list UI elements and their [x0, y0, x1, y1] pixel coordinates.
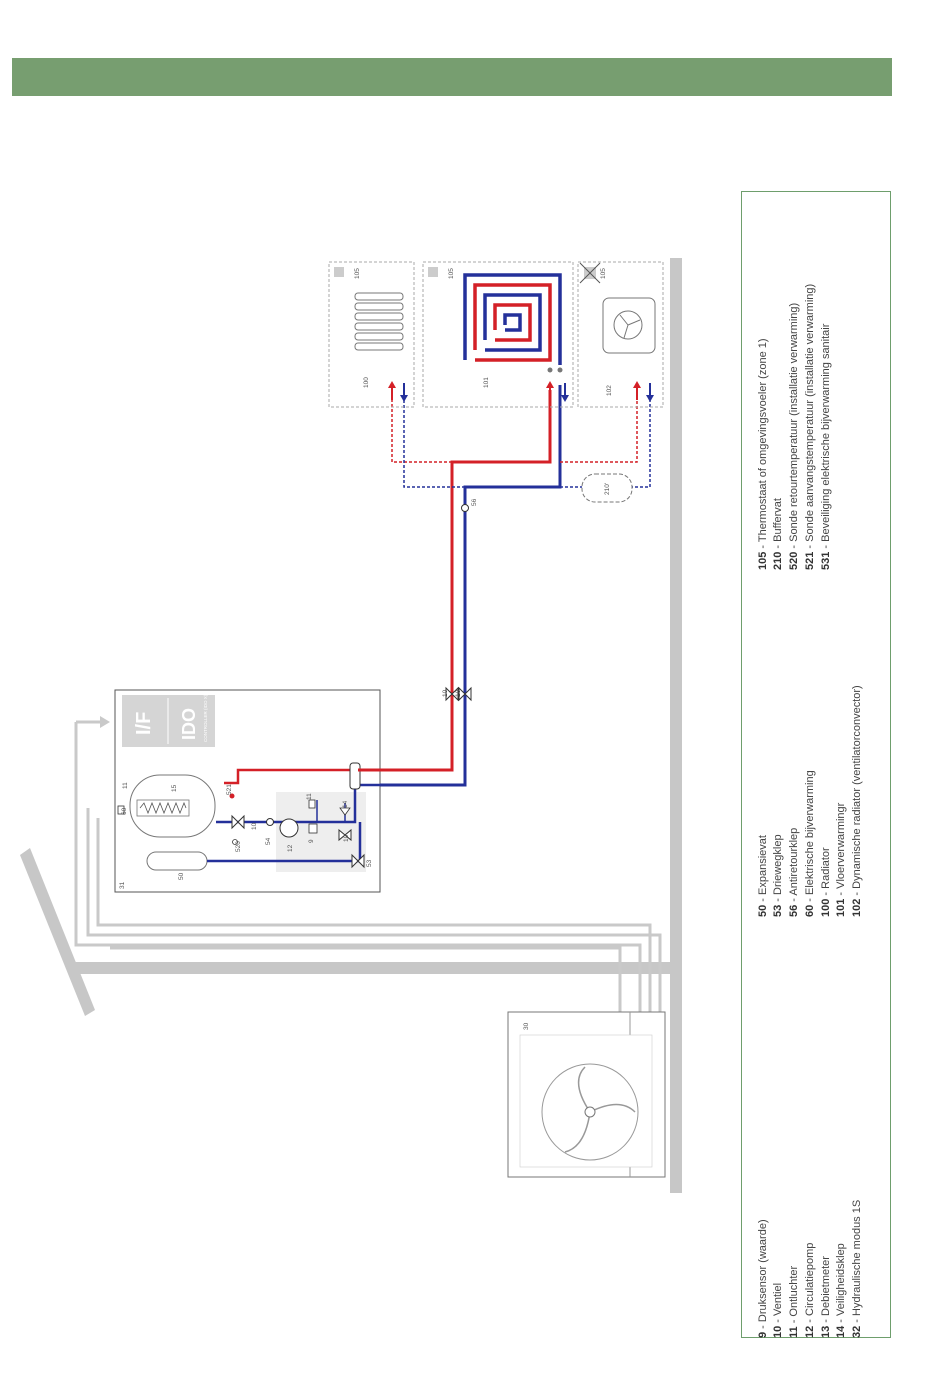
heater-element-icon [139, 801, 187, 815]
legend-item-100: 100 - Radiator [820, 847, 832, 917]
outdoor-fan-icon [541, 1063, 639, 1161]
fan-coil-zone [577, 261, 664, 408]
label-12: 12 [287, 844, 294, 852]
legend-item-531: 531 - Beveiliging elektrische bijverwarm… [820, 323, 832, 570]
legend-item-50: 50 - Expansievat [757, 835, 769, 917]
label-9: 9 [308, 839, 315, 843]
if-label: I/F [133, 712, 155, 735]
label-101: 101 [483, 377, 490, 388]
label-102: 102 [606, 385, 613, 396]
label-105a: 105 [354, 268, 361, 279]
valve-10b-icon [458, 686, 472, 702]
circulation-pump-icon [279, 818, 299, 838]
indoor-module: I/F IDO CONTROLLER (IDO X) [114, 689, 381, 893]
header-bar [12, 58, 892, 96]
radiator-zone [328, 261, 415, 408]
fan-coil-icon [602, 297, 656, 354]
label-105c: 105 [600, 268, 607, 279]
legend-item-60: 60 - Elektrische bijverwarming [804, 770, 816, 917]
label-210: 210' [604, 483, 611, 495]
ido-sub-label: CONTROLLER (IDO X) [203, 694, 208, 742]
check-valve-icon [461, 504, 469, 512]
legend-item-520: 520 - Sonde retourtemperatuur (installat… [788, 303, 800, 570]
cable-arrow-head [100, 716, 110, 728]
legend-item-12: 12 - Circulatiepomp [804, 1243, 816, 1338]
valve-10-icon [231, 814, 245, 830]
return-pipe [380, 385, 562, 787]
label-56: 56 [471, 498, 478, 506]
legend-item-56: 56 - Antiretourklep [788, 828, 800, 917]
label-15: 15 [171, 784, 178, 792]
legend-item-10: 10 - Ventiel [772, 1283, 784, 1338]
flow-arrows [388, 381, 654, 402]
floor-heating-zone [422, 261, 574, 408]
label-54: 54 [265, 837, 272, 845]
label-100: 100 [363, 377, 370, 388]
pressure-sensor-icon [308, 823, 318, 834]
three-way-valve-icon [351, 853, 365, 869]
label-105b: 105 [448, 268, 455, 279]
legend-item-105: 105 - Thermostaat of omgevingsvoeler (zo… [757, 338, 769, 570]
label-30: 30 [523, 1022, 530, 1030]
legend-item-14: 14 - Veiligheidsklep [835, 1243, 847, 1338]
radiator-icon [354, 292, 404, 351]
legend-item-53: 53 - Driewegklep [772, 834, 784, 917]
backup-heater-tank [129, 774, 216, 838]
building-structure [20, 258, 682, 1193]
expansion-vessel [146, 851, 208, 871]
air-vent-icon [308, 799, 316, 809]
label-11b: 11 [306, 793, 313, 800]
control-cables [74, 720, 662, 1015]
label-31: 31 [119, 881, 126, 889]
legend-item-210: 210 - Buffervat [772, 498, 784, 570]
label-14: 14 [342, 800, 349, 808]
legend-item-11: 11 - Ontluchter [788, 1265, 800, 1338]
label-10a: 10 [251, 822, 258, 830]
label-10c: 10 [442, 689, 449, 697]
outdoor-unit [507, 1011, 666, 1178]
legend-item-102: 102 - Dynamische radiator (ventilatorcon… [851, 685, 863, 917]
legend-item-9: 9 - Druksensor (waarde) [757, 1219, 769, 1338]
legend-item-101: 101 - Vloerverwarmingr [835, 802, 847, 917]
label-521: 521 [226, 784, 233, 795]
buffer-tank-icon [581, 473, 633, 503]
floor-heating-spiral-icon [463, 273, 562, 365]
label-520: 520 [235, 841, 242, 852]
dashed-branches [391, 395, 651, 488]
label-53: 53 [366, 859, 373, 867]
label-10b: 10 [343, 834, 350, 842]
safety-valve-icon [339, 807, 351, 816]
supply-pipe [358, 390, 552, 772]
label-10d: 10 [455, 689, 462, 697]
flow-meter-icon [266, 818, 274, 826]
system-connector [349, 762, 361, 790]
outdoor-fan-grille [519, 1034, 653, 1168]
legend-box [741, 191, 891, 1338]
valve-10a-icon [445, 686, 459, 702]
floor-slab [73, 962, 673, 974]
thermostat-101-icon [428, 267, 438, 277]
roof-slope [20, 848, 95, 1016]
component-labels: 31 50 60 11 15 521 520 10 54 12 9 11 14 … [119, 268, 613, 1030]
legend: 9 - Druksensor (waarde) 10 - Ventiel 11 … [757, 284, 863, 1338]
label-60: 60 [121, 807, 128, 815]
outer-wall [670, 258, 682, 1193]
legend-item-521: 521 - Sonde aanvangstemperatuur (install… [804, 284, 816, 570]
thermostat-100-icon [334, 267, 344, 277]
legend-item-13: 13 - Debietmeter [820, 1256, 832, 1338]
main-pipes [358, 385, 562, 787]
label-11a: 11 [122, 782, 129, 789]
label-50: 50 [178, 872, 185, 880]
thermostat-102-crossed-icon [579, 262, 601, 284]
ido-label: IDO [179, 708, 199, 740]
legend-item-32: 32 - Hydraulische modus 1S [851, 1200, 863, 1338]
emitter-zones [328, 261, 664, 408]
